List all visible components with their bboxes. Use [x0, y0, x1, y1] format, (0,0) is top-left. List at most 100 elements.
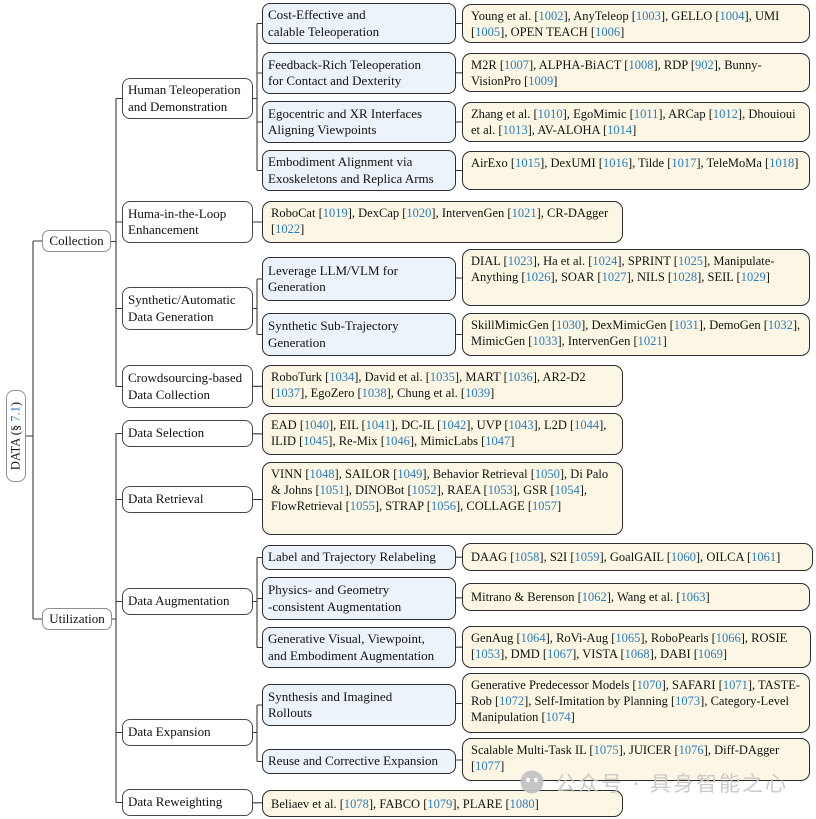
leaf-embodiment-citations: AirExo [1015], DexUMI [1016], Tilde [101… — [462, 151, 810, 190]
citation-ref[interactable]: 1058 — [514, 550, 540, 564]
citation-ref[interactable]: 1041 — [365, 418, 391, 432]
leaf-data-selection-citations: EAD [1040], EIL [1041], DC-IL [1042], UV… — [262, 413, 623, 455]
citation-ref[interactable]: 1021 — [637, 334, 663, 348]
citation-ref[interactable]: 1068 — [624, 647, 650, 661]
citation-ref[interactable]: 1013 — [502, 123, 528, 137]
citation-ref[interactable]: 1053 — [475, 647, 501, 661]
wechat-logo-icon — [520, 770, 544, 794]
citation-ref[interactable]: 1066 — [715, 631, 741, 645]
node-data-reweighting: Data Reweighting — [122, 789, 253, 816]
citation-ref[interactable]: 1067 — [547, 647, 573, 661]
citation-ref[interactable]: 1007 — [504, 58, 529, 72]
citation-ref[interactable]: 1039 — [465, 386, 491, 400]
watermark-text: 公众号 · 具身智能之心 — [555, 772, 789, 796]
citation-ref[interactable]: 1062 — [581, 590, 607, 604]
node-synthetic-automatic: Synthetic/Automatic Data Generation — [122, 287, 253, 330]
citation-ref[interactable]: 1072 — [499, 694, 525, 708]
citation-ref[interactable]: 1065 — [615, 631, 641, 645]
citation-ref[interactable]: 1017 — [671, 156, 697, 170]
citation-ref[interactable]: 1002 — [538, 9, 564, 23]
citation-ref[interactable]: 1016 — [602, 156, 628, 170]
citation-ref[interactable]: 1015 — [515, 156, 541, 170]
root-label-close: ) — [8, 401, 23, 407]
citation-ref[interactable]: 1036 — [507, 370, 533, 384]
watermark: 公众号 · 具身智能之心 — [518, 768, 788, 798]
citation-ref[interactable]: 1042 — [441, 418, 467, 432]
citation-ref[interactable]: 1048 — [309, 467, 335, 481]
citation-ref[interactable]: 1009 — [528, 74, 554, 88]
citation-ref[interactable]: 1071 — [722, 678, 748, 692]
citation-ref[interactable]: 1050 — [534, 467, 560, 481]
citation-ref[interactable]: 1078 — [343, 796, 369, 811]
citation-ref[interactable]: 1040 — [303, 418, 329, 432]
citation-ref[interactable]: 1012 — [712, 107, 738, 121]
citation-ref[interactable]: 1030 — [556, 318, 582, 332]
citation-ref[interactable]: 1038 — [361, 386, 387, 400]
citation-ref[interactable]: 1025 — [677, 254, 703, 268]
citation-ref[interactable]: 1031 — [673, 318, 699, 332]
citation-ref[interactable]: 1010 — [537, 107, 563, 121]
citation-ref[interactable]: 1061 — [751, 550, 777, 564]
leaf-synthesis-rollouts-citations: Generative Predecessor Models [1070], SA… — [462, 673, 810, 733]
leaf-leverage-llm-citations: DIAL [1023], Ha et al. [1024], SPRINT [1… — [462, 249, 810, 306]
citation-ref[interactable]: 1032 — [767, 318, 793, 332]
citation-ref[interactable]: 1021 — [511, 206, 537, 220]
citation-ref[interactable]: 1079 — [427, 796, 453, 811]
citation-ref[interactable]: 1008 — [628, 58, 654, 72]
citation-ref[interactable]: 1011 — [633, 107, 659, 121]
citation-ref[interactable]: 1004 — [719, 9, 745, 23]
citation-ref[interactable]: 1047 — [485, 434, 511, 448]
citation-ref[interactable]: 1076 — [678, 743, 704, 757]
citation-ref[interactable]: 1070 — [636, 678, 662, 692]
branch-egocentric-xr-interfaces: Egocentric and XR Interfaces Aligning Vi… — [262, 101, 456, 143]
citation-ref[interactable]: 1059 — [574, 550, 600, 564]
citation-ref[interactable]: 1051 — [319, 483, 345, 497]
citation-ref[interactable]: 1052 — [411, 483, 437, 497]
citation-ref[interactable]: 1060 — [670, 550, 696, 564]
citation-ref[interactable]: 1018 — [769, 156, 795, 170]
citation-ref[interactable]: 1077 — [475, 759, 501, 773]
citation-ref[interactable]: 1057 — [532, 499, 558, 513]
citation-ref[interactable]: 1027 — [601, 270, 627, 284]
leaf-cost-effective-citations: Young et al. [1002], AnyTeleop [1003], G… — [462, 4, 810, 43]
citation-ref[interactable]: 1029 — [740, 270, 766, 284]
citation-ref[interactable]: 1033 — [532, 334, 558, 348]
citation-ref[interactable]: 1045 — [303, 434, 329, 448]
citation-ref[interactable]: 1003 — [635, 9, 661, 23]
leaf-feedback-rich-citations: M2R [1007], ALPHA-BiACT [1008], RDP [902… — [462, 53, 810, 92]
citation-ref[interactable]: 1064 — [520, 631, 546, 645]
citation-ref[interactable]: 1005 — [475, 25, 501, 39]
citation-ref[interactable]: 1024 — [592, 254, 618, 268]
citation-ref[interactable]: 1074 — [545, 710, 571, 724]
citation-ref[interactable]: 902 — [695, 58, 714, 72]
citation-ref[interactable]: 1075 — [593, 743, 619, 757]
citation-ref[interactable]: 1014 — [607, 123, 633, 137]
citation-ref[interactable]: 1080 — [509, 796, 535, 811]
citation-ref[interactable]: 1063 — [680, 590, 706, 604]
citation-ref[interactable]: 1054 — [554, 483, 580, 497]
root-label: DATA (§ 7.1) — [8, 388, 24, 484]
citation-ref[interactable]: 1034 — [329, 370, 355, 384]
section-link[interactable]: 7.1 — [8, 406, 23, 422]
citation-ref[interactable]: 1020 — [406, 206, 432, 220]
citation-ref[interactable]: 1043 — [508, 418, 534, 432]
leaf-data-reweighting-citations: Beliaev et al. [1078], FABCO [1079], PLA… — [262, 790, 623, 817]
node-human-teleoperation: Human Teleoperation and Demonstration — [122, 78, 253, 119]
citation-ref[interactable]: 1056 — [430, 499, 456, 513]
citation-ref[interactable]: 1055 — [349, 499, 375, 513]
citation-ref[interactable]: 1006 — [595, 25, 621, 39]
citation-ref[interactable]: 1026 — [525, 270, 551, 284]
citation-ref[interactable]: 1053 — [487, 483, 513, 497]
citation-ref[interactable]: 1019 — [322, 206, 348, 220]
citation-ref[interactable]: 1023 — [507, 254, 533, 268]
citation-ref[interactable]: 1069 — [697, 647, 723, 661]
citation-ref[interactable]: 1037 — [275, 386, 301, 400]
citation-ref[interactable]: 1073 — [675, 694, 701, 708]
citation-ref[interactable]: 1044 — [574, 418, 600, 432]
leaf-crowdsourcing-citations: RoboTurk [1034], David et al. [1035], MA… — [262, 365, 623, 407]
citation-ref[interactable]: 1022 — [275, 222, 301, 236]
citation-ref[interactable]: 1046 — [384, 434, 410, 448]
citation-ref[interactable]: 1028 — [672, 270, 698, 284]
citation-ref[interactable]: 1049 — [397, 467, 423, 481]
citation-ref[interactable]: 1035 — [429, 370, 455, 384]
